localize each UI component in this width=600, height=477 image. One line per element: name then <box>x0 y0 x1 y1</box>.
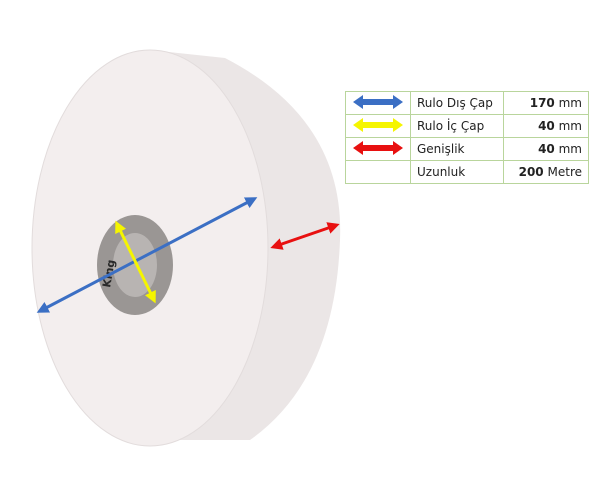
double-arrow-icon <box>353 117 403 132</box>
spec-label: Rulo İç Çap <box>410 114 504 138</box>
spec-label: Uzunluk <box>410 160 504 184</box>
width-arrow <box>270 222 340 250</box>
spec-label: Genişlik <box>410 137 504 161</box>
double-arrow-icon <box>353 94 403 109</box>
spec-value: 170 mm <box>503 91 589 115</box>
spec-label: Rulo Dış Çap <box>410 91 504 115</box>
spec-value: 40 mm <box>503 137 589 161</box>
spec-value: 200 Metre <box>503 160 589 184</box>
double-arrow-icon <box>353 140 403 155</box>
spec-value: 40 mm <box>503 114 589 138</box>
inner-diameter-arrow <box>115 220 156 304</box>
